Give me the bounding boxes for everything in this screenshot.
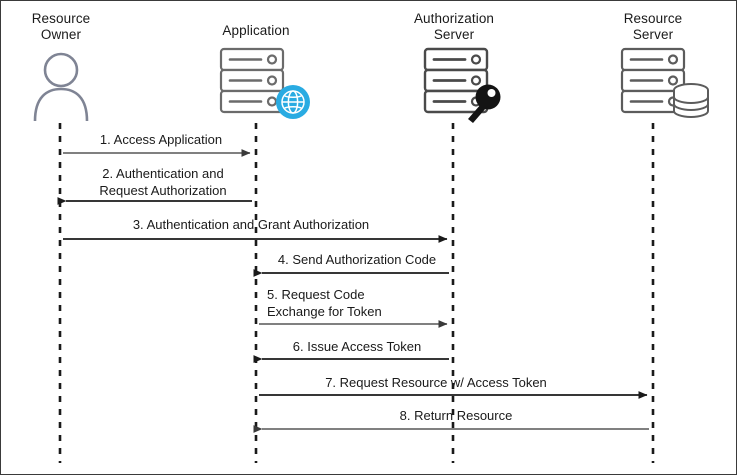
actor-title-resource-server: Resource Server [623,11,683,42]
actor-title-authorization-server: Authorization Server [413,11,495,42]
person-icon [27,49,95,126]
server-rack-database-icon [618,45,710,128]
actor-title-resource-owner: Resource Owner [31,11,91,42]
message-label-2: 2. Authentication and Request Authorizat… [99,166,227,198]
actor-title-application: Application [222,23,290,38]
message-label-6: 6. Issue Access Token [292,339,422,354]
globe-badge-icon [276,85,310,119]
server-rack-globe-icon [217,45,317,128]
database-cylinder-icon [673,83,709,118]
message-label-5: 5. Request Code Exchange for Token [267,287,382,319]
message-label-1: 1. Access Application [99,132,223,147]
key-badge-icon [468,84,501,123]
server-rack-key-icon [421,45,507,128]
message-label-7: 7. Request Resource w/ Access Token [325,375,547,390]
message-label-8: 8. Return Resource [399,408,513,423]
message-label-3: 3. Authentication and Grant Authorizatio… [132,217,370,232]
message-label-4: 4. Send Authorization Code [277,252,437,267]
